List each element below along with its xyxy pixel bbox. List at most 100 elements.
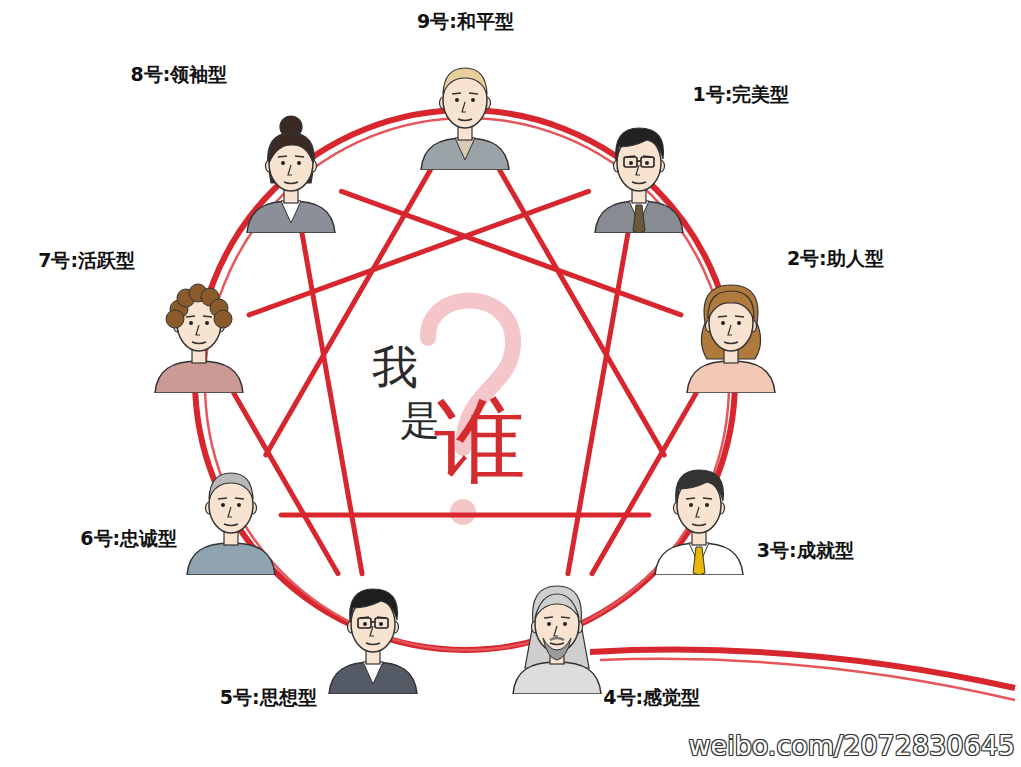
eyebrows bbox=[544, 617, 570, 618]
center-title: 我是谁 bbox=[366, 336, 556, 506]
hair bbox=[708, 291, 754, 319]
eye bbox=[455, 98, 459, 102]
eye bbox=[705, 503, 709, 507]
hair-back bbox=[701, 285, 760, 359]
eye bbox=[189, 321, 193, 325]
nose bbox=[728, 325, 732, 335]
eye bbox=[471, 98, 475, 102]
eye bbox=[689, 503, 693, 507]
shirt-collar bbox=[455, 138, 475, 160]
portrait-node: 5号:思想型 bbox=[323, 574, 423, 694]
mouth bbox=[632, 182, 646, 184]
shoulders bbox=[513, 662, 601, 694]
mouth bbox=[692, 524, 706, 526]
eye bbox=[363, 622, 367, 626]
shoulders bbox=[247, 201, 335, 233]
portrait-figure bbox=[589, 113, 689, 233]
hair bbox=[269, 134, 313, 163]
glasses-bridge bbox=[371, 621, 375, 623]
eyebrows bbox=[686, 498, 712, 499]
title-character: 谁 bbox=[434, 396, 526, 488]
mouth bbox=[458, 119, 472, 121]
ribbon-tail bbox=[590, 650, 1015, 688]
type-label: 2号:助人型 bbox=[787, 247, 884, 270]
portrait-figure bbox=[149, 273, 249, 393]
glasses bbox=[375, 618, 388, 628]
shoulders bbox=[687, 361, 775, 393]
hair-curl bbox=[166, 310, 184, 328]
portrait-figure bbox=[241, 113, 341, 233]
portrait-node: 8号:领袖型 bbox=[241, 113, 341, 233]
mouth bbox=[724, 342, 738, 344]
nose bbox=[288, 165, 292, 175]
question-dot bbox=[450, 499, 476, 525]
hair bbox=[443, 68, 487, 94]
eye bbox=[547, 622, 551, 626]
portrait-node: 4号:感觉型 bbox=[507, 574, 607, 694]
glasses bbox=[641, 157, 654, 167]
shoulders bbox=[155, 361, 243, 393]
portrait-node: 9号:和平型 bbox=[415, 50, 515, 170]
type-label: 4号:感觉型 bbox=[603, 686, 700, 709]
hair-curl bbox=[214, 310, 232, 328]
eye bbox=[297, 161, 301, 165]
mouth bbox=[550, 643, 564, 645]
type-label: 3号:成就型 bbox=[757, 539, 854, 562]
eyebrows bbox=[186, 316, 212, 317]
portrait-node: 7号:活跃型 bbox=[149, 273, 249, 393]
nose bbox=[696, 507, 700, 517]
portrait-figure bbox=[681, 273, 781, 393]
shoulders bbox=[595, 201, 683, 233]
hair bbox=[676, 470, 724, 503]
hair bbox=[209, 473, 253, 499]
portrait-node: 1号:完美型 bbox=[589, 113, 689, 233]
eye bbox=[645, 161, 649, 165]
ribbon-circle bbox=[195, 110, 735, 650]
eye bbox=[721, 321, 725, 325]
eye bbox=[237, 503, 241, 507]
eye bbox=[221, 503, 225, 507]
nose bbox=[196, 325, 200, 335]
eye bbox=[563, 622, 567, 626]
shoulders bbox=[329, 662, 417, 694]
portrait-figure bbox=[507, 574, 607, 694]
mouth bbox=[366, 643, 380, 645]
enneagram-line bbox=[281, 513, 649, 518]
type-label: 8号:领袖型 bbox=[131, 63, 228, 86]
type-label: 6号:忠诚型 bbox=[80, 527, 177, 550]
glasses bbox=[358, 618, 371, 628]
type-label: 9号:和平型 bbox=[417, 10, 514, 33]
eyebrows bbox=[218, 498, 244, 499]
portrait-node: 6号:忠诚型 bbox=[181, 455, 281, 575]
title-character: 我 bbox=[372, 344, 418, 390]
nose bbox=[228, 507, 232, 517]
shoulders bbox=[187, 543, 275, 575]
type-label: 5号:思想型 bbox=[220, 686, 317, 709]
nose bbox=[462, 102, 466, 112]
eye bbox=[281, 161, 285, 165]
nose bbox=[554, 626, 558, 636]
mouth bbox=[192, 342, 206, 344]
hair bbox=[535, 594, 579, 618]
shoulders bbox=[655, 543, 743, 575]
glasses bbox=[624, 157, 637, 167]
necktie bbox=[633, 205, 645, 233]
type-label: 1号:完美型 bbox=[693, 83, 790, 106]
hair-back bbox=[525, 586, 589, 668]
hair bbox=[349, 589, 397, 622]
mouth bbox=[284, 182, 298, 184]
watermark: weibo.com/2072830645 bbox=[688, 730, 1015, 761]
beard bbox=[543, 638, 571, 660]
portrait-figure bbox=[323, 574, 423, 694]
shirt-collar bbox=[281, 201, 301, 223]
type-label: 7号:活跃型 bbox=[38, 249, 135, 272]
glasses-bridge bbox=[637, 160, 641, 162]
ribbon-circle-inner bbox=[205, 118, 729, 650]
eyebrows bbox=[278, 156, 304, 157]
eyebrows bbox=[452, 93, 478, 94]
eye bbox=[629, 161, 633, 165]
mouth bbox=[224, 524, 238, 526]
